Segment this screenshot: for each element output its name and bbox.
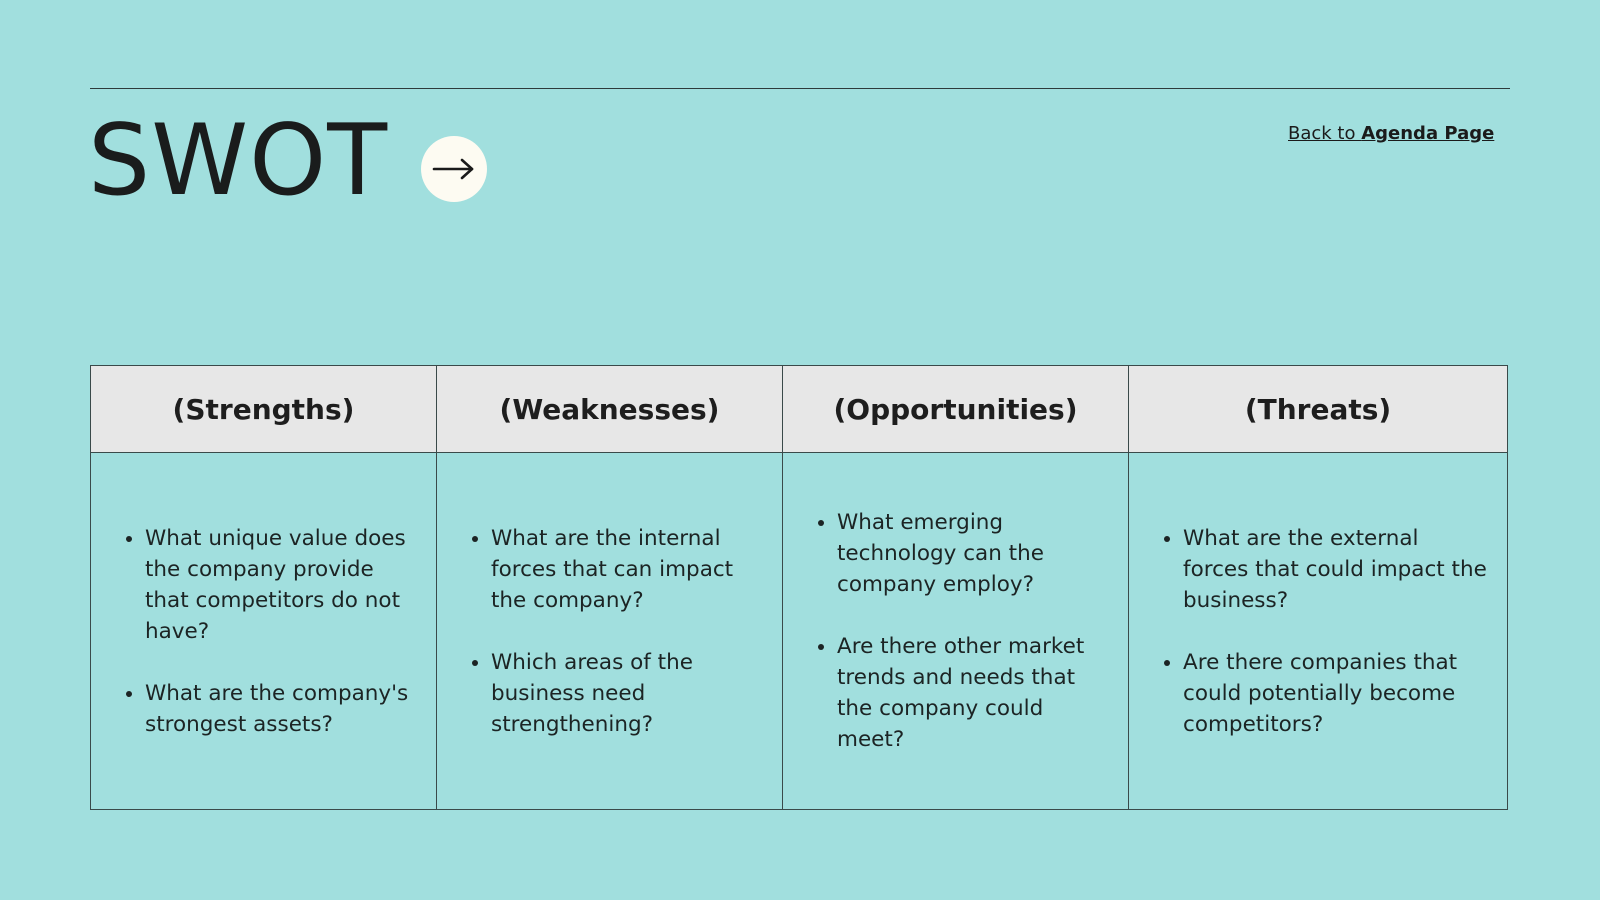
- strengths-list: What unique value does the company provi…: [115, 523, 418, 740]
- header-opportunities: (Opportunities): [783, 366, 1129, 453]
- back-link-prefix: Back to: [1288, 123, 1362, 144]
- threats-cell: What are the external forces that could …: [1129, 453, 1507, 809]
- opportunities-list: What emerging technology can the company…: [807, 507, 1110, 755]
- top-divider: [90, 88, 1510, 89]
- list-item: What emerging technology can the company…: [837, 507, 1110, 600]
- list-item: Are there companies that could potential…: [1183, 647, 1489, 740]
- weaknesses-cell: What are the internal forces that can im…: [437, 453, 783, 809]
- list-item: What are the external forces that could …: [1183, 523, 1489, 616]
- header-weaknesses: (Weaknesses): [437, 366, 783, 453]
- header-strengths: (Strengths): [91, 366, 437, 453]
- strengths-cell: What unique value does the company provi…: [91, 453, 437, 809]
- swot-table: (Strengths) (Weaknesses) (Opportunities)…: [90, 365, 1508, 810]
- header-threats: (Threats): [1129, 366, 1507, 453]
- list-item: What are the internal forces that can im…: [491, 523, 764, 616]
- threats-list: What are the external forces that could …: [1153, 523, 1489, 740]
- back-link-target: Agenda Page: [1361, 123, 1495, 144]
- list-item: Are there other market trends and needs …: [837, 631, 1110, 755]
- opportunities-cell: What emerging technology can the company…: [783, 453, 1129, 809]
- back-to-agenda-link[interactable]: Back to Agenda Page: [1288, 123, 1494, 144]
- weaknesses-list: What are the internal forces that can im…: [461, 523, 764, 740]
- list-item: What are the company's strongest assets?: [145, 678, 418, 740]
- page-title: SWOT: [88, 104, 389, 218]
- next-arrow-button[interactable]: [421, 136, 487, 202]
- list-item: What unique value does the company provi…: [145, 523, 418, 647]
- arrow-right-icon: [432, 158, 474, 180]
- list-item: Which areas of the business need strengt…: [491, 647, 764, 740]
